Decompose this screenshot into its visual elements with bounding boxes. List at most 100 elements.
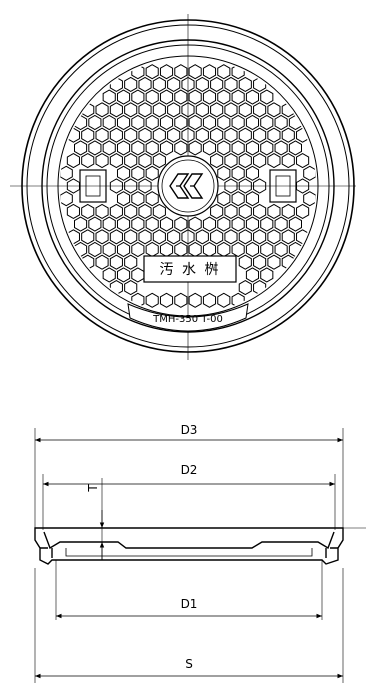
hex-cell <box>245 241 260 258</box>
hex-cell <box>124 280 138 296</box>
hex-cell <box>267 229 281 245</box>
hex-cell <box>102 216 116 232</box>
hex-cell <box>138 76 152 92</box>
hex-cell <box>260 216 274 232</box>
hex-cell <box>231 140 245 156</box>
hex-cell <box>109 254 123 270</box>
hex-cell <box>152 127 166 143</box>
hex-cell <box>267 153 281 169</box>
hex-cell <box>231 191 245 207</box>
hex-cell <box>124 102 138 118</box>
hex-cell <box>95 127 109 143</box>
hex-cell <box>102 114 116 131</box>
hex-cell <box>138 178 152 194</box>
hex-cell <box>217 140 231 156</box>
hex-cell <box>281 254 295 270</box>
hex-cell <box>138 127 152 143</box>
hex-cell <box>131 191 145 207</box>
hex-cell <box>245 267 260 283</box>
hex-cell <box>109 280 123 296</box>
hex-cell <box>102 140 116 156</box>
hex-cell <box>174 140 188 156</box>
hex-cell <box>238 76 252 92</box>
hex-cell <box>210 102 224 118</box>
hex-cell <box>274 140 288 156</box>
hex-cell <box>167 76 181 92</box>
hex-cell <box>202 140 217 156</box>
hex-cell <box>88 114 102 131</box>
hex-cell <box>88 140 102 156</box>
hex-cell <box>152 102 166 118</box>
hex-cell <box>274 114 288 131</box>
hex-cell <box>138 203 152 219</box>
hex-cell <box>253 178 267 194</box>
hex-cell <box>159 216 174 232</box>
hex-cell <box>224 229 238 245</box>
hex-cell <box>231 114 245 131</box>
hex-cell <box>238 229 252 245</box>
hex-cell <box>238 203 252 219</box>
hex-cell <box>145 165 159 181</box>
hex-cell <box>138 153 152 169</box>
hex-cell <box>81 203 95 219</box>
hex-cell <box>66 203 80 219</box>
hex-cell <box>281 203 295 219</box>
hex-cell <box>217 64 231 80</box>
hex-cell <box>74 216 88 232</box>
hex-cell <box>195 76 209 92</box>
hex-cell <box>210 229 224 245</box>
hex-cell <box>217 114 231 131</box>
hex-pattern <box>60 64 316 308</box>
hex-cell <box>224 178 238 194</box>
hex-cell <box>174 64 188 80</box>
hex-cell <box>245 165 260 181</box>
hex-cell <box>181 76 195 92</box>
hex-cell <box>253 76 267 92</box>
hex-cell <box>116 114 131 131</box>
name-plate: 汚 水 桝 <box>143 255 237 283</box>
hex-cell <box>116 89 131 105</box>
hex-cell <box>66 153 80 169</box>
hex-cell <box>102 89 116 105</box>
hex-cell <box>109 178 123 194</box>
hex-cell <box>124 178 138 194</box>
hex-cell <box>109 153 123 169</box>
hex-cell <box>159 241 174 258</box>
hex-cell <box>238 153 252 169</box>
hex-cell <box>131 89 145 105</box>
hex-cell <box>224 153 238 169</box>
hex-cell <box>260 140 274 156</box>
hex-cell <box>116 191 131 207</box>
hex-cell <box>296 127 310 143</box>
hex-cell <box>145 140 159 156</box>
hex-cell <box>253 203 267 219</box>
hex-cell <box>224 203 238 219</box>
hex-cell <box>274 241 288 258</box>
cover-label: 汚 水 桝 <box>160 262 221 278</box>
hex-cell <box>124 127 138 143</box>
hex-cell <box>124 76 138 92</box>
hex-cell <box>159 64 174 80</box>
hex-cell <box>159 140 174 156</box>
hex-cell <box>188 89 202 105</box>
top-view: 汚 水 桝 TMH-350 T-00 <box>10 14 356 360</box>
hex-cell <box>281 153 295 169</box>
hex-cell <box>267 102 281 118</box>
hex-cell <box>81 102 95 118</box>
hex-cell <box>145 114 159 131</box>
hex-cell <box>202 216 217 232</box>
hex-cell <box>274 216 288 232</box>
hex-cell <box>202 89 217 105</box>
hex-cell <box>138 102 152 118</box>
hex-cell <box>267 203 281 219</box>
hex-cell <box>296 153 310 169</box>
hex-cell <box>303 165 316 181</box>
s-label: S <box>185 657 193 671</box>
hex-cell <box>131 216 145 232</box>
hex-cell <box>116 267 131 283</box>
d1-label: D1 <box>181 597 198 611</box>
hex-cell <box>174 89 188 105</box>
hex-cell <box>303 191 316 207</box>
hex-cell <box>95 203 109 219</box>
hex-cell <box>167 229 181 245</box>
